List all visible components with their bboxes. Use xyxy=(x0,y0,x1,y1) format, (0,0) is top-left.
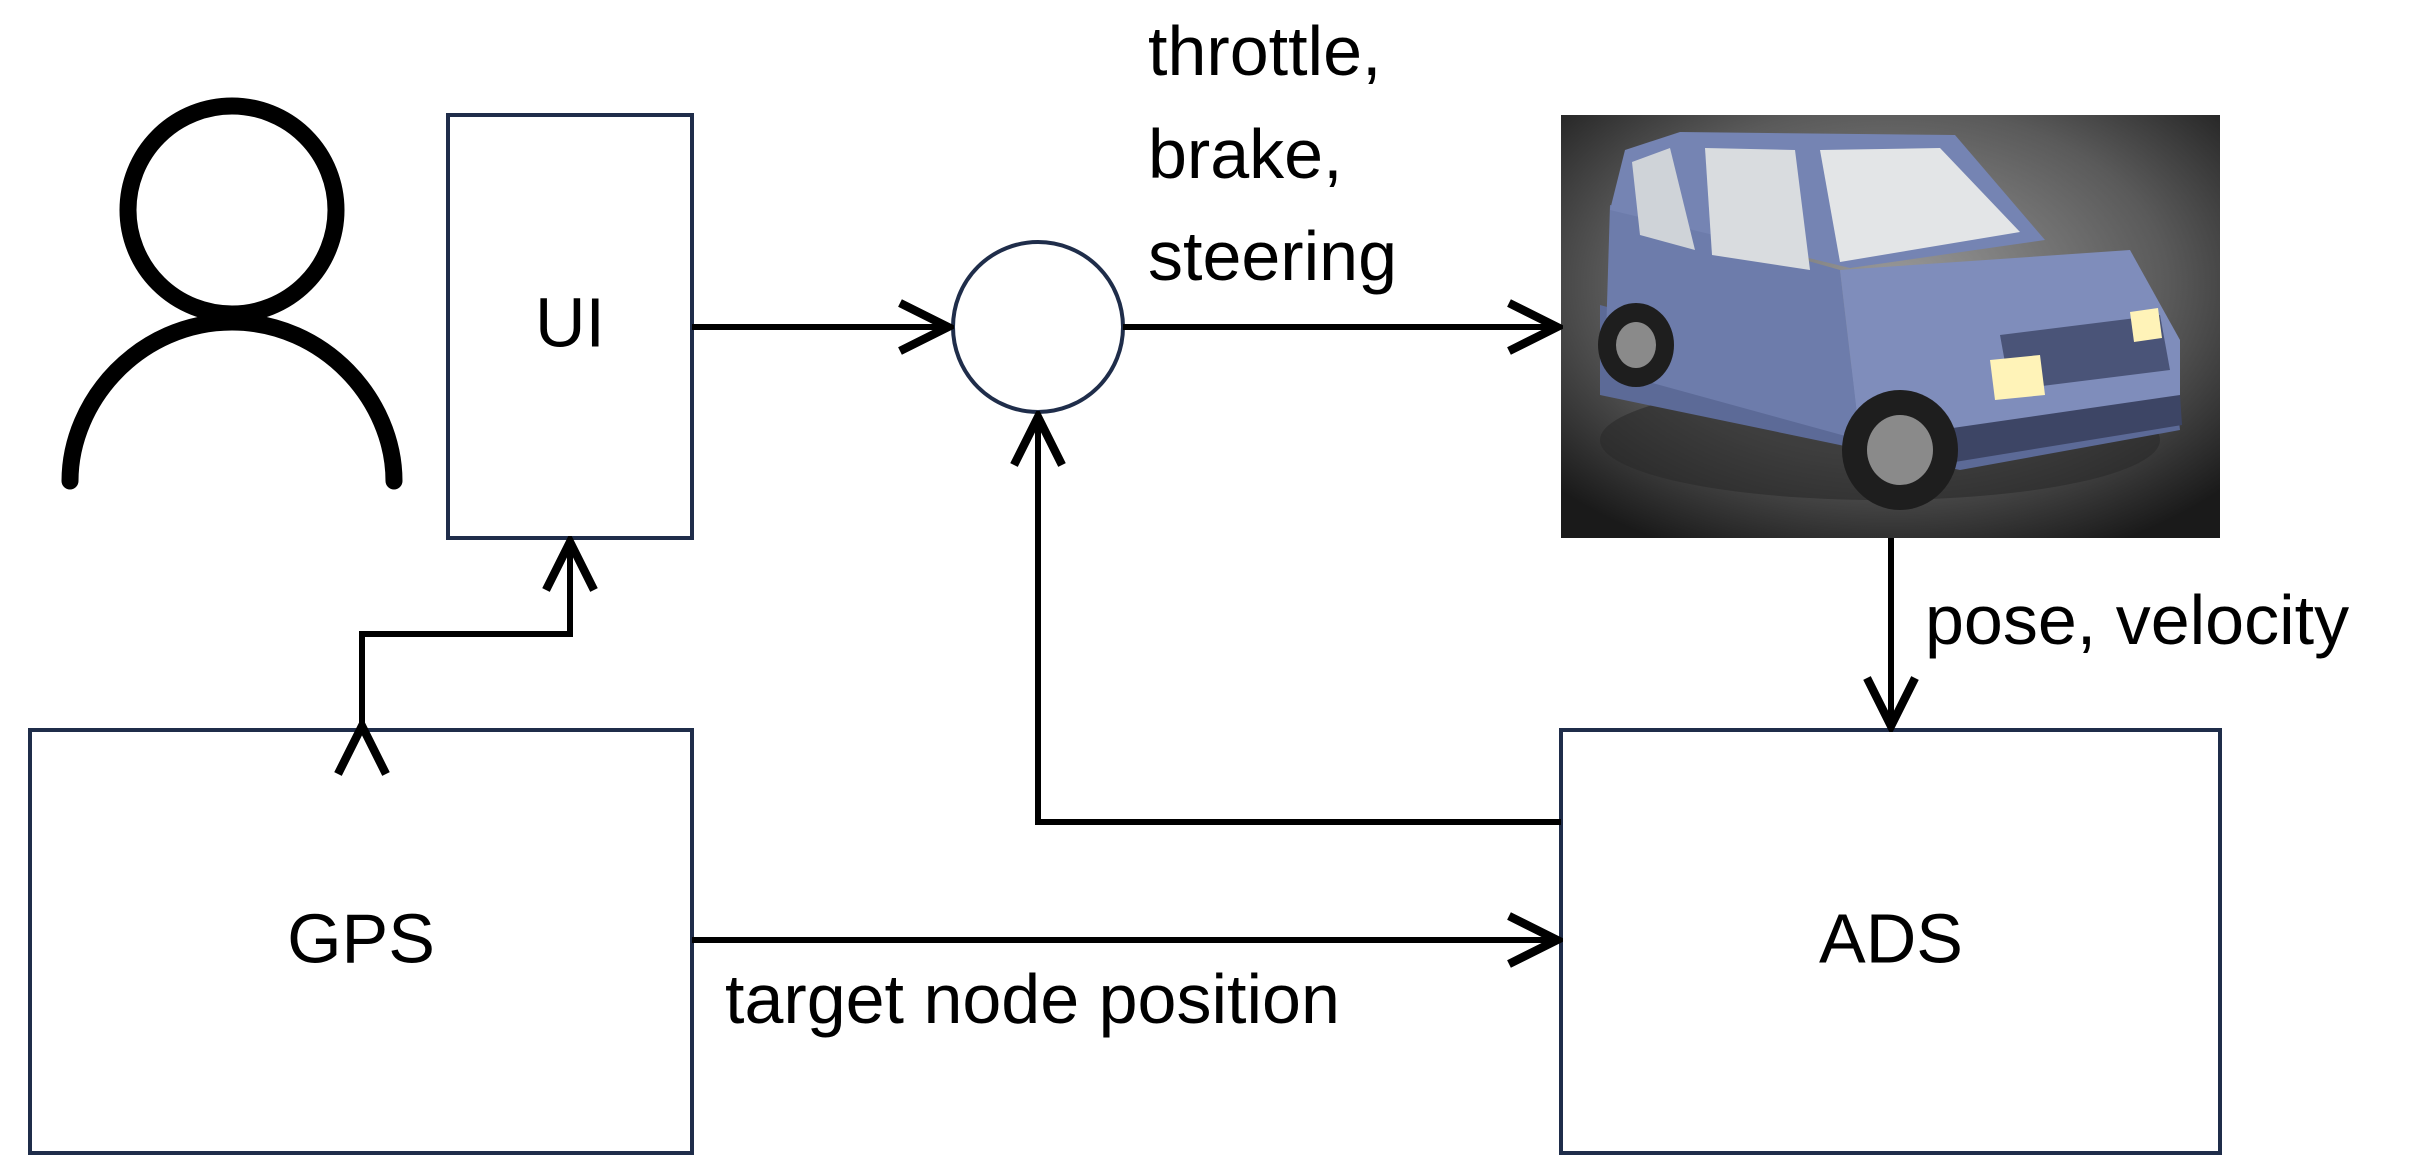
steering-label: steering xyxy=(1148,217,1397,295)
gps-label: GPS xyxy=(287,899,435,977)
user-icon xyxy=(61,97,403,490)
pose-velocity-label: pose, velocity xyxy=(1925,581,2349,659)
ui-label: UI xyxy=(535,283,605,361)
ads-block: ADS xyxy=(1559,728,2222,1155)
gps-ui-bidirectional-arrow xyxy=(362,542,570,726)
vehicle-image xyxy=(1561,115,2220,538)
ads-to-junction-arrow xyxy=(1038,417,1561,825)
brake-label: brake, xyxy=(1148,115,1343,193)
target-node-position-label: target node position xyxy=(725,960,1340,1038)
ads-label: ADS xyxy=(1819,899,1963,977)
throttle-label: throttle, xyxy=(1148,12,1381,90)
gps-block: GPS xyxy=(28,728,694,1155)
ui-block: UI xyxy=(446,113,694,540)
summing-junction xyxy=(951,240,1125,414)
